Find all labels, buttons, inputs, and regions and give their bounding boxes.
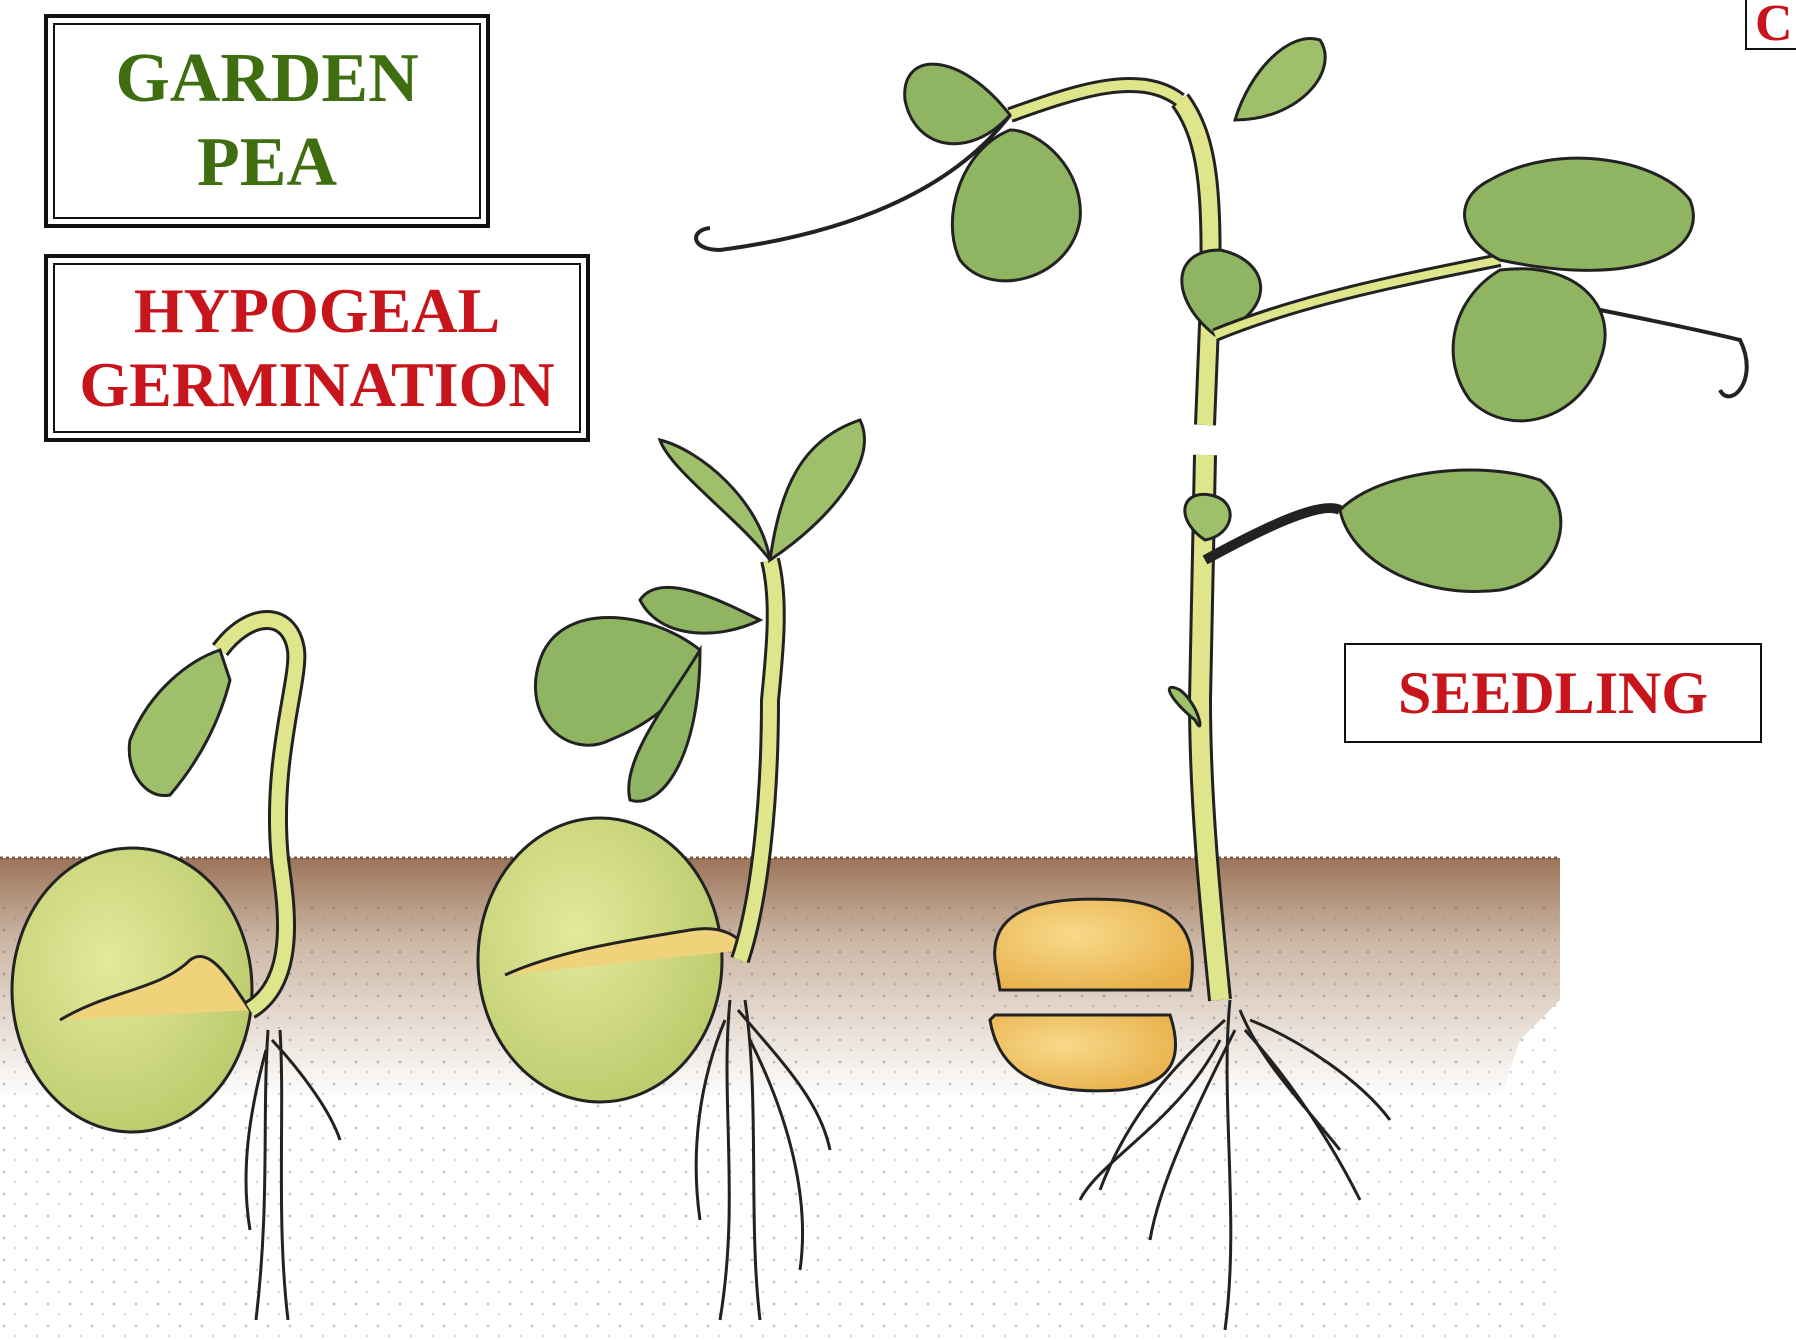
corner-label-box: C — [1745, 0, 1796, 50]
germination-type-line-2: GERMINATION — [79, 348, 554, 422]
germination-type-box: HYPOGEAL GERMINATION — [44, 254, 590, 442]
title-line-2: PEA — [197, 121, 337, 205]
germination-type-line-1: HYPOGEAL — [134, 274, 500, 348]
corner-label: C — [1747, 0, 1793, 50]
title-line-1: GARDEN — [115, 37, 418, 121]
title-box: GARDEN PEA — [44, 14, 490, 228]
seedling-label: SEEDLING — [1398, 659, 1708, 728]
seedling-label-box: SEEDLING — [1344, 643, 1762, 743]
